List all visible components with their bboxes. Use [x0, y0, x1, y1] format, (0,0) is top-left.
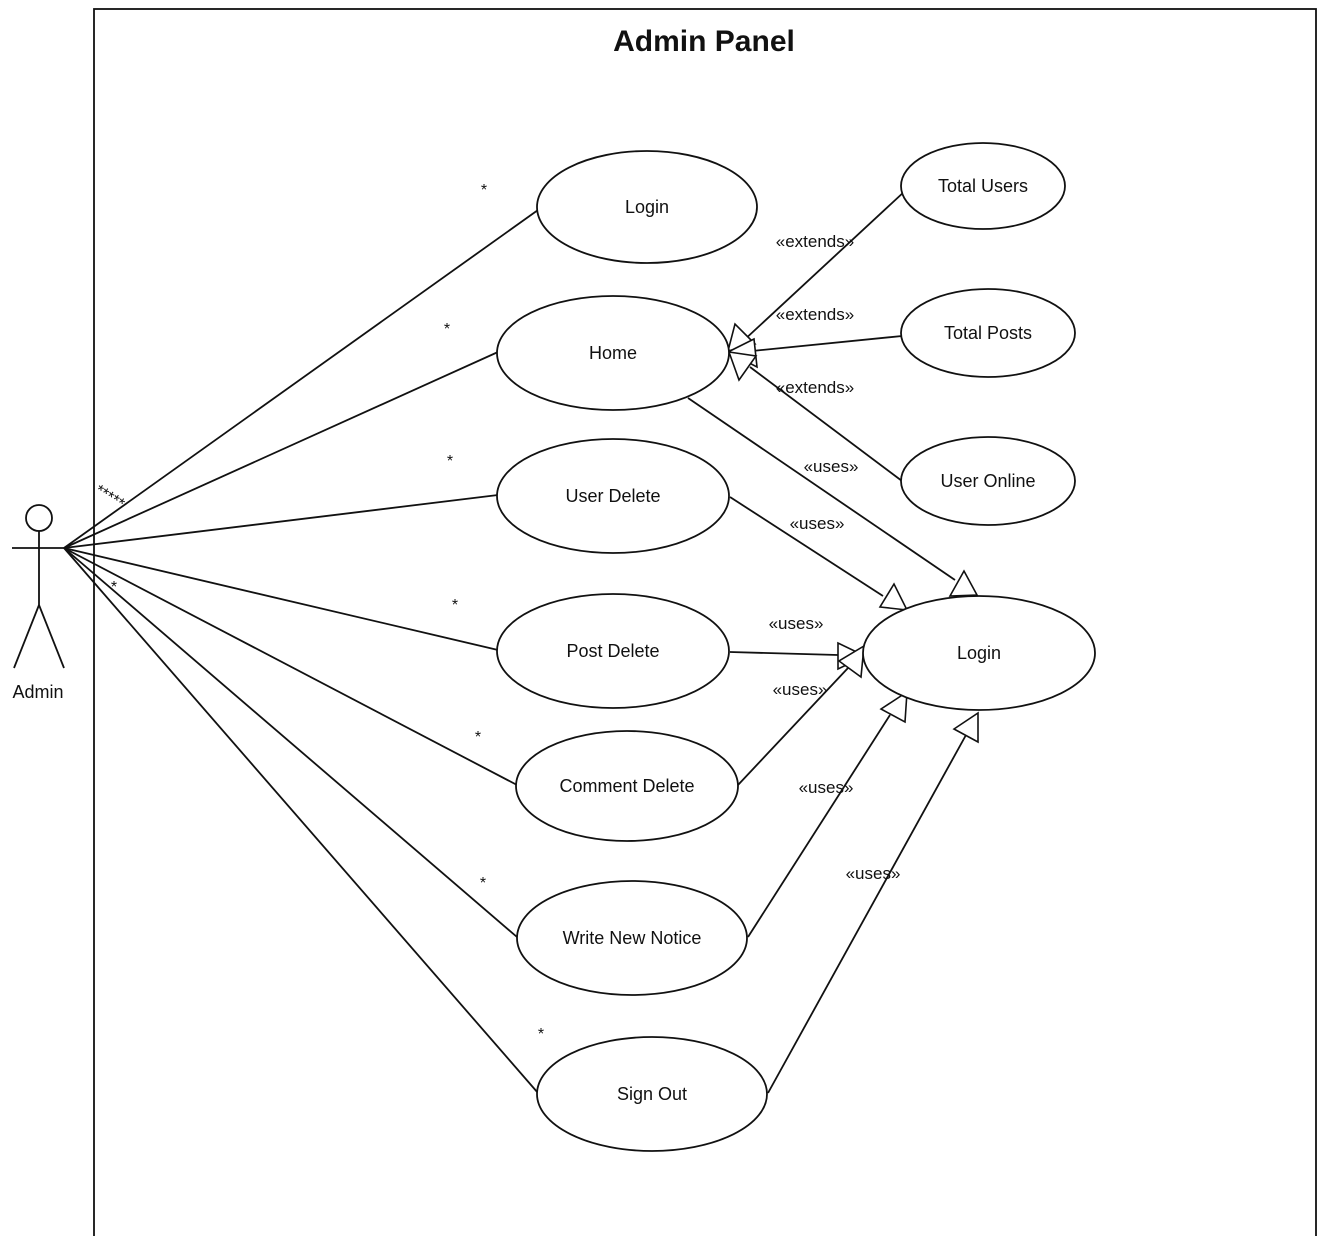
- uses-arrowhead-user-delete: [878, 582, 909, 611]
- use-case-post-delete: [496, 593, 730, 709]
- stereotype-uses-write-new-notice: «uses»: [799, 778, 854, 797]
- extends-user-online-line: [749, 366, 903, 482]
- uses-post-delete-line: [729, 651, 839, 656]
- association-user-delete: [63, 494, 499, 549]
- multiplicity-actor-end-cluster: *****: [92, 482, 127, 513]
- stereotype-uses-post-delete: «uses»: [769, 614, 824, 633]
- use-case-login-top-label: Login: [625, 197, 669, 217]
- uses-sign-out-line: [767, 734, 967, 1094]
- association-post-delete: [63, 547, 499, 651]
- uses-arrowhead-home: [948, 569, 979, 597]
- actor-associations: [63, 209, 539, 1094]
- uses-write-new-notice-line: [747, 714, 891, 938]
- use-case-total-users-label: Total Users: [938, 176, 1028, 196]
- diagram-title: Admin Panel: [613, 25, 795, 58]
- association-write-new-notice: [63, 547, 518, 938]
- association-comment-delete: [63, 547, 518, 786]
- association-login: [63, 209, 539, 549]
- use-case-user-online: [900, 436, 1076, 526]
- uses-comment-delete-line: [737, 667, 849, 786]
- extends-relationships: [741, 190, 906, 482]
- use-case-home-label: Home: [589, 343, 637, 363]
- use-case-user-delete-label: User Delete: [565, 486, 660, 506]
- use-case-comment-delete: [515, 730, 739, 842]
- stereotype-extends-total-posts: «extends»: [776, 305, 854, 324]
- multiplicity-login: *: [481, 182, 487, 199]
- uses-arrowhead-write-new-notice: [879, 690, 908, 724]
- actor-label: Admin: [12, 682, 63, 702]
- stereotype-extends-user-online: «extends»: [776, 378, 854, 397]
- extends-total-users-line: [741, 190, 906, 343]
- extends-total-posts-line: [751, 335, 903, 352]
- stereotype-uses-user-delete: «uses»: [790, 514, 845, 533]
- use-case-home: [496, 295, 730, 411]
- multiplicity-sign-out: *: [538, 1026, 544, 1043]
- extends-arrowhead-user-online: [727, 351, 758, 382]
- multiplicity-comment-delete: *: [475, 729, 481, 746]
- use-case-login-target: [862, 595, 1096, 711]
- association-sign-out: [63, 547, 539, 1094]
- use-case-post-delete-label: Post Delete: [566, 641, 659, 661]
- system-boundary: [93, 8, 1317, 1236]
- stereotype-uses-home: «uses»: [804, 457, 859, 476]
- use-case-write-new-notice: [516, 880, 748, 996]
- multiplicity-write-new-notice: *: [480, 875, 486, 892]
- multiplicity-home: *: [444, 321, 450, 338]
- use-case-write-new-notice-label: Write New Notice: [563, 928, 702, 948]
- stereotype-uses-comment-delete: «uses»: [773, 680, 828, 699]
- use-case-comment-delete-label: Comment Delete: [559, 776, 694, 796]
- use-case-total-posts-label: Total Posts: [944, 323, 1032, 343]
- uses-user-delete-line: [729, 496, 884, 597]
- actor-head: [25, 504, 53, 532]
- multiplicity-user-delete: *: [447, 453, 453, 470]
- use-case-login-top: [536, 150, 758, 264]
- multiplicity-actor-end-lower: *: [111, 579, 117, 596]
- use-case-user-online-label: User Online: [940, 471, 1035, 491]
- uses-arrowhead-sign-out: [952, 711, 979, 744]
- uses-home-line: [687, 397, 956, 581]
- stereotype-uses-sign-out: «uses»: [846, 864, 901, 883]
- use-case-login-target-label: Login: [957, 643, 1001, 663]
- actor-left-leg: [13, 604, 40, 669]
- use-case-user-delete: [496, 438, 730, 554]
- uses-relationships: [687, 397, 967, 1094]
- use-case-sign-out: [536, 1036, 768, 1152]
- association-home: [63, 351, 499, 549]
- use-case-sign-out-label: Sign Out: [617, 1084, 687, 1104]
- multiplicity-post-delete: *: [452, 597, 458, 614]
- use-case-total-users: [900, 142, 1066, 230]
- use-case-total-posts: [900, 288, 1076, 378]
- uses-arrowhead-comment-delete: [837, 644, 865, 679]
- actor-admin: [12, 504, 66, 669]
- actor-right-leg: [38, 604, 65, 669]
- stereotype-extends-total-users: «extends»: [776, 232, 854, 251]
